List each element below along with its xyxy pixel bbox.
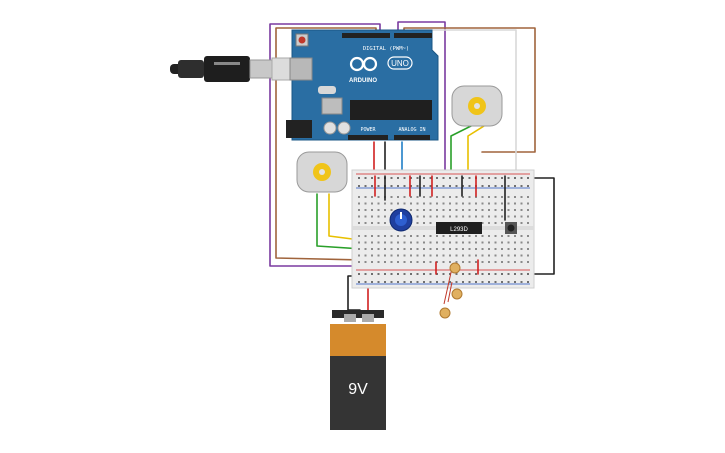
battery-voltage-label: 9V — [348, 381, 368, 398]
power-label: POWER — [360, 127, 376, 133]
photoresistor-2-icon[interactable] — [447, 281, 463, 303]
arduino-model-label: UNO — [391, 59, 409, 68]
digital-pwm-label: DIGITAL (PWM~) — [363, 46, 409, 52]
power-jack — [286, 120, 312, 138]
dc-motor-right-icon[interactable] — [451, 85, 503, 127]
atmega-chip — [350, 100, 432, 120]
pushbutton-icon[interactable] — [505, 222, 517, 234]
l293d-driver-chip[interactable]: L293D — [436, 222, 482, 234]
arduino-uno-board[interactable]: DIGITAL (PWM~) ARDUINO UNO POWER ANALOG … — [286, 29, 439, 141]
digital-header-right[interactable] — [394, 33, 432, 38]
battery-9v[interactable]: 9V — [330, 310, 386, 430]
rail-black-jumper[interactable] — [519, 177, 555, 275]
analog-in-label: ANALOG IN — [398, 127, 425, 133]
arduino-logo-icon — [349, 56, 378, 72]
usb-cable-icon[interactable] — [170, 56, 295, 82]
analog-header[interactable] — [394, 135, 430, 140]
purple-wire-right[interactable] — [397, 21, 446, 263]
power-header[interactable] — [348, 135, 388, 140]
digital-header-left[interactable] — [342, 33, 390, 38]
purple-wire-loop[interactable] — [269, 23, 463, 267]
photoresistor-1-icon[interactable] — [443, 262, 461, 305]
potentiometer-icon[interactable] — [389, 208, 413, 232]
dc-motor-left-icon[interactable] — [296, 151, 348, 193]
photoresistor-3-icon[interactable] — [439, 307, 451, 319]
driver-ic-label: L293D — [450, 227, 468, 233]
board-jumpers — [374, 175, 506, 275]
arduino-brand-label: ARDUINO — [349, 78, 377, 84]
breadboard-holes — [358, 177, 529, 283]
